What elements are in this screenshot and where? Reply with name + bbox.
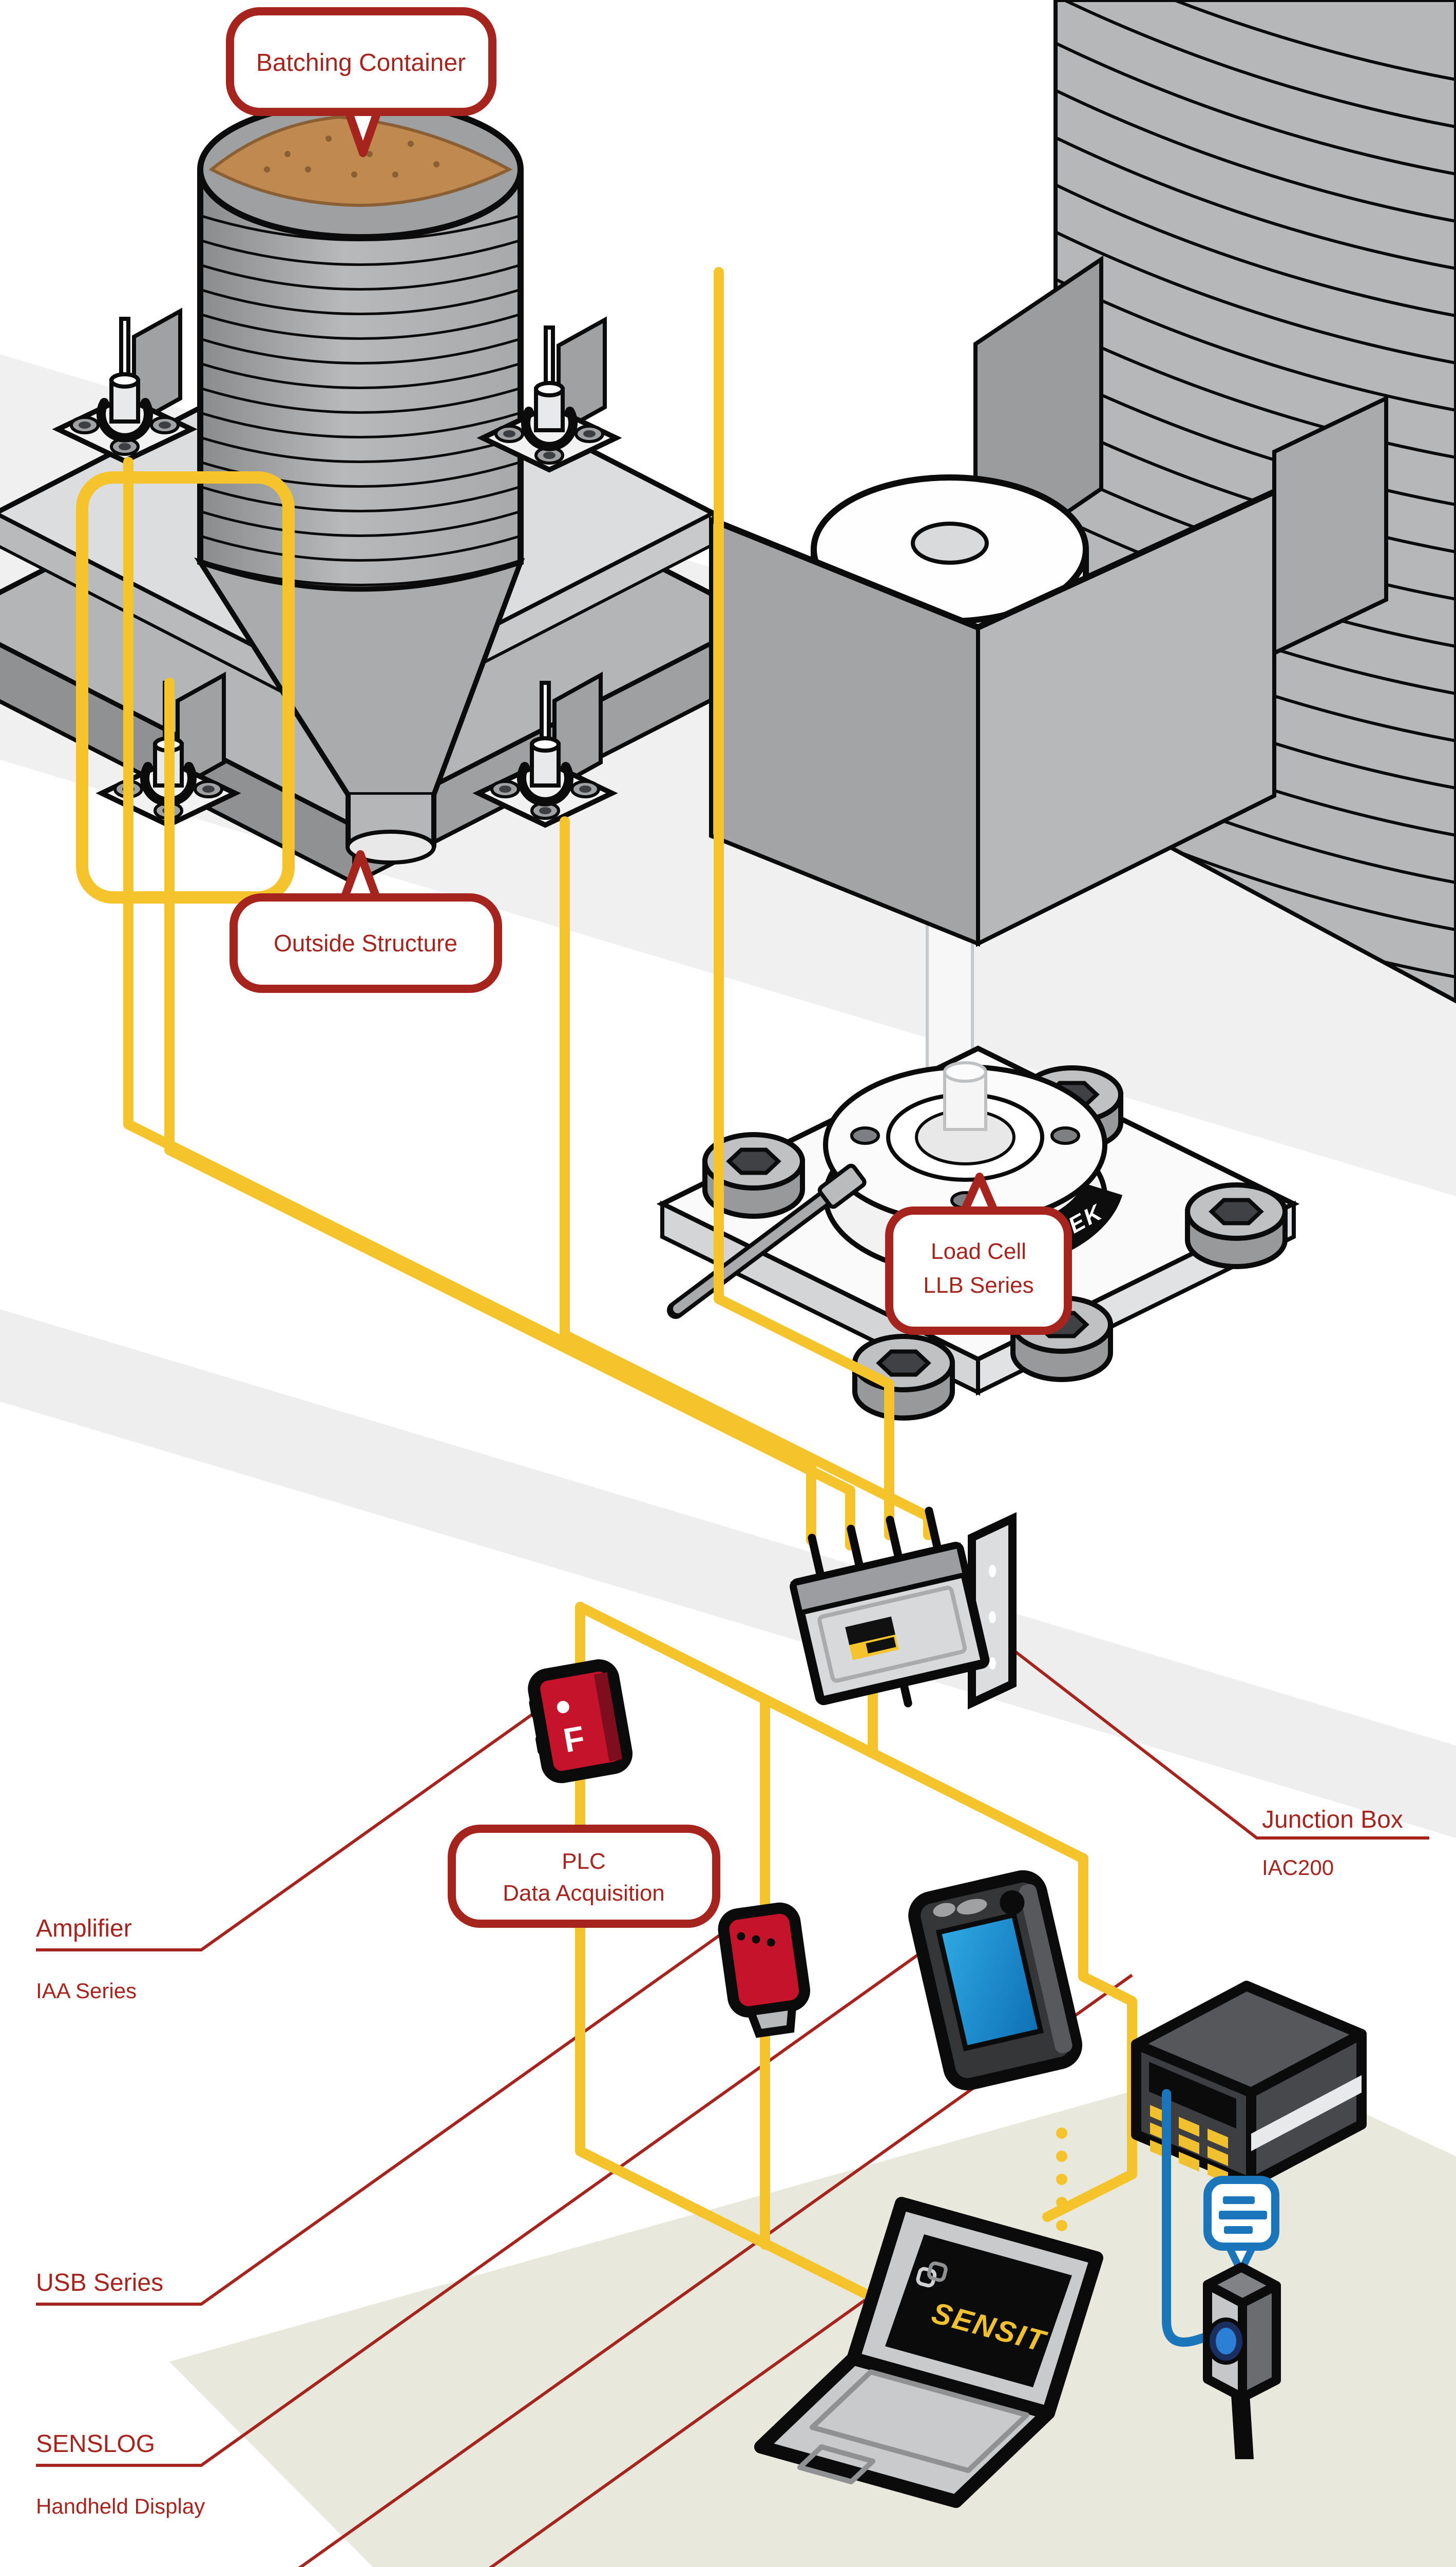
junction-pin bbox=[925, 1506, 943, 1557]
container-funnel bbox=[194, 557, 525, 865]
part-label-junction-box: Junction Box IAC200 bbox=[1262, 1806, 1403, 1880]
callout-load-cell: Load Cell LLB Series bbox=[885, 1173, 1072, 1335]
amplifier-model: IAA Series bbox=[36, 1979, 137, 2003]
wire-display-branch bbox=[1042, 1853, 1137, 2222]
granular-material bbox=[208, 115, 513, 207]
callout-plc-line1: PLC bbox=[562, 1849, 606, 1874]
leader-lines bbox=[36, 1649, 1429, 2567]
senslog-label: SENSLOG bbox=[36, 2430, 155, 2458]
junction-pin bbox=[886, 1516, 904, 1566]
callout-load-cell-line2: LLB Series bbox=[923, 1273, 1033, 1298]
usb-label: USB Series bbox=[36, 2269, 163, 2296]
granule-speckles bbox=[264, 136, 439, 178]
wire-bus bbox=[575, 1602, 1088, 1864]
part-label-usb: USB Series bbox=[36, 2269, 163, 2296]
callout-batching-container: Batching Container bbox=[226, 7, 496, 157]
junction-pin bbox=[808, 1534, 826, 1584]
amplifier-logo-dot bbox=[557, 1701, 569, 1714]
wireless-sensor-device bbox=[1203, 2263, 1281, 2459]
leader-amplifier bbox=[36, 1698, 554, 1951]
hex-bolt bbox=[1187, 1185, 1285, 1267]
beige-floor bbox=[169, 2059, 1456, 2567]
container-ribs bbox=[200, 214, 521, 586]
leader-junction-box bbox=[1013, 1649, 1429, 1840]
part-label-amplifier: Amplifier IAA Series bbox=[36, 1915, 137, 2003]
leader-computer bbox=[489, 2286, 884, 2567]
amplifier-device: F bbox=[528, 1659, 633, 1784]
callout-plc: PLC Data Acquisition bbox=[448, 1825, 720, 1928]
junction-box-label: Junction Box bbox=[1262, 1806, 1403, 1833]
laptop-device: SENSIT bbox=[754, 2197, 1103, 2508]
laptop-touchpad bbox=[797, 2444, 875, 2484]
senslog-screen bbox=[935, 1911, 1044, 2052]
leader-usb bbox=[36, 1931, 724, 2306]
blue-cable bbox=[1162, 2089, 1231, 2347]
junction-box-device bbox=[790, 1506, 1017, 1710]
callout-load-cell-line1: Load Cell bbox=[931, 1239, 1026, 1264]
callout-outside-structure-text: Outside Structure bbox=[274, 930, 457, 956]
leader-senslog bbox=[36, 1949, 925, 2467]
outside-structure-bracket bbox=[709, 488, 1276, 947]
ipm650-display bbox=[1149, 2062, 1236, 2129]
batching-container bbox=[197, 99, 524, 593]
part-label-senslog: SENSLOG Handheld Display bbox=[36, 2430, 205, 2518]
callout-batching-container-text: Batching Container bbox=[256, 49, 466, 76]
ipm650-device bbox=[1131, 1981, 1367, 2188]
callout-plc-line2: Data Acquisition bbox=[503, 1881, 665, 1906]
mount-highlight-box bbox=[76, 471, 295, 904]
sensit-logo-icon bbox=[927, 2261, 948, 2282]
callout-outside-structure: Outside Structure bbox=[229, 850, 502, 993]
chat-bubble-icon bbox=[1203, 2176, 1279, 2275]
junction-pin bbox=[847, 1524, 865, 1575]
junction-box-model: IAC200 bbox=[1262, 1855, 1334, 1880]
wire-mount-2 bbox=[164, 678, 855, 1550]
wire-mount-3 bbox=[714, 267, 894, 1540]
junction-badge bbox=[845, 1616, 895, 1645]
senslog-model: Handheld Display bbox=[36, 2494, 205, 2518]
amplifier-label: Amplifier bbox=[36, 1915, 132, 1942]
senslog-device bbox=[908, 1870, 1083, 2091]
leader-digital-display bbox=[298, 1974, 1133, 2567]
usb-device bbox=[718, 1902, 811, 2038]
threaded-rod bbox=[667, 1163, 867, 1319]
laptop-keyboard bbox=[810, 2369, 1029, 2473]
